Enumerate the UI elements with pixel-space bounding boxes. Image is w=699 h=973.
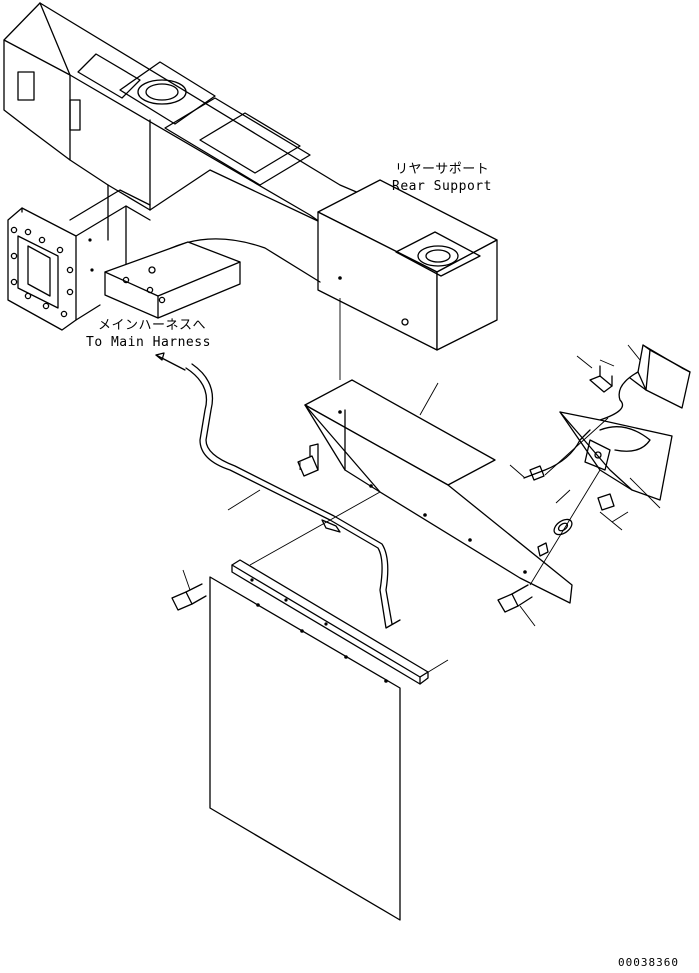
main-harness-label-en: To Main Harness [86,335,211,350]
rear-support-frame [3,2,498,351]
rear-support-label-jp: リヤーサポート [395,162,490,177]
mudguard-bracket [304,379,573,604]
leader-lines [182,298,661,678]
drawing-number: 00038360 [618,956,679,969]
wire-harness [155,352,591,629]
main-harness-label-jp: メインハーネスへ [98,318,207,333]
mud-flap [209,559,429,921]
rear-lamp-assembly [559,344,691,501]
rear-support-label-en: Rear Support [392,179,492,194]
